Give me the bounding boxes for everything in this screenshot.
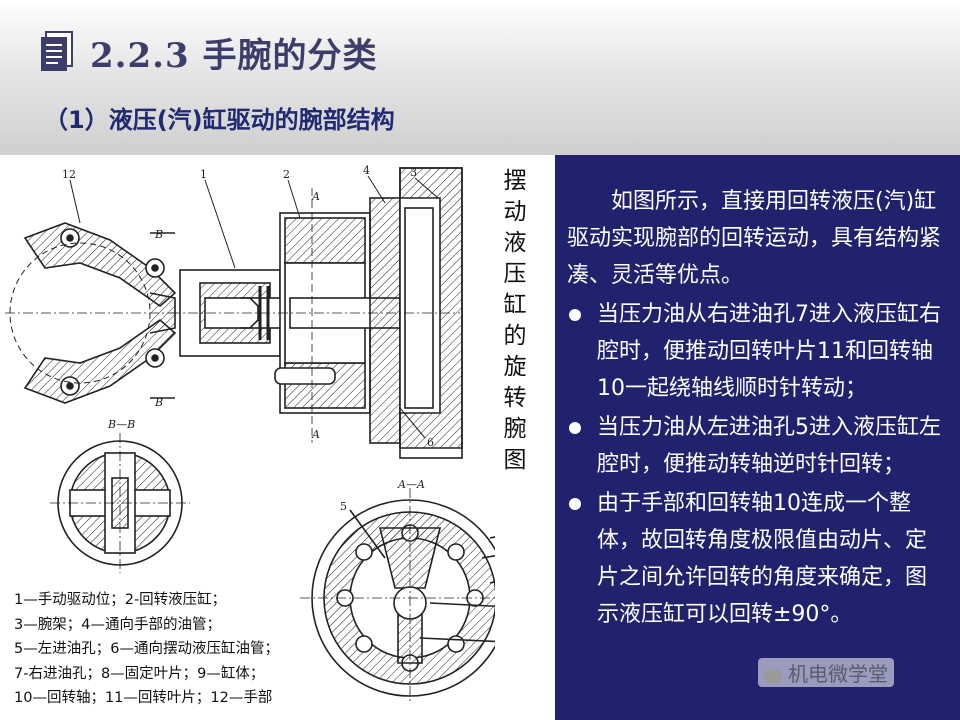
label-a-bottom: A bbox=[311, 428, 320, 441]
bullet-item: 当压力油从右进油孔7进入液压缸右腔时，便推动回转叶片11和回转轴10一起绕轴线顺… bbox=[567, 296, 946, 407]
label-3: 3 bbox=[410, 166, 417, 179]
legend-line: 1—手动驱动位；2-回转液压缸； bbox=[14, 592, 227, 608]
label-4: 4 bbox=[363, 164, 370, 177]
label-6: 6 bbox=[427, 436, 434, 449]
label-12: 12 bbox=[62, 168, 76, 181]
description-panel: 如图所示，直接用回转液压(汽)缸驱动实现腕部的回转运动，具有结构紧凑、灵活等优点… bbox=[555, 155, 960, 720]
label-2: 2 bbox=[283, 168, 290, 181]
legend-line: 7-右进油孔；8—固定叶片；9—缸体； bbox=[14, 665, 265, 682]
label-b-top: B bbox=[154, 228, 163, 241]
wechat-icon bbox=[764, 668, 782, 683]
section-bb-drawing bbox=[50, 433, 190, 573]
watermark: 机电微学堂 bbox=[758, 658, 894, 687]
section-subtitle: （1）液压(汽)缸驱动的腕部结构 bbox=[44, 106, 395, 134]
legend-line: 5—左进油孔；6—通向摆动液压缸油管； bbox=[14, 641, 279, 657]
document-icon bbox=[41, 31, 73, 71]
label-a-top: A bbox=[311, 190, 320, 203]
page-title: 2.2.3 手腕的分类 bbox=[90, 36, 378, 76]
bullet-item: 当压力油从左进油孔5进入液压缸左腔时，便推动转轴逆时针回转； bbox=[567, 409, 946, 483]
wrist-mechanism-drawing: 12 1 2 4 3 6 A A B B B—B A—A 5 7 8 9 10 … bbox=[5, 164, 495, 703]
gripper-drawing bbox=[5, 222, 200, 404]
label-b-bottom: B bbox=[154, 396, 163, 409]
legend-line: 3—腕架；4—通向手部的油管； bbox=[14, 616, 221, 633]
label-1: 1 bbox=[200, 168, 207, 181]
label-section-aa: A—A bbox=[397, 478, 425, 491]
bullet-item: 由于手部和回转轴10连成一个整体，故回转角度极限值由动片、定片之间允许回转的角度… bbox=[567, 485, 946, 633]
intro-text: 如图所示，直接用回转液压(汽)缸驱动实现腕部的回转运动，具有结构紧凑、灵活等优点… bbox=[567, 189, 942, 288]
label-section-bb: B—B bbox=[107, 418, 135, 431]
label-5: 5 bbox=[340, 500, 347, 513]
section-aa-drawing bbox=[300, 488, 495, 703]
legend-line: 10—回转轴；11—回转叶片；12—手部 bbox=[14, 690, 273, 706]
figure-caption-vertical: 摆 动 液 压 缸 的 旋 转 腕 图 bbox=[503, 168, 527, 473]
cylinder-body-drawing bbox=[150, 167, 463, 459]
header-band bbox=[0, 0, 960, 155]
figure-legend: 1—手动驱动位；2-回转液压缸； 3—腕架；4—通向手部的油管； 5—左进油孔；… bbox=[14, 588, 279, 711]
